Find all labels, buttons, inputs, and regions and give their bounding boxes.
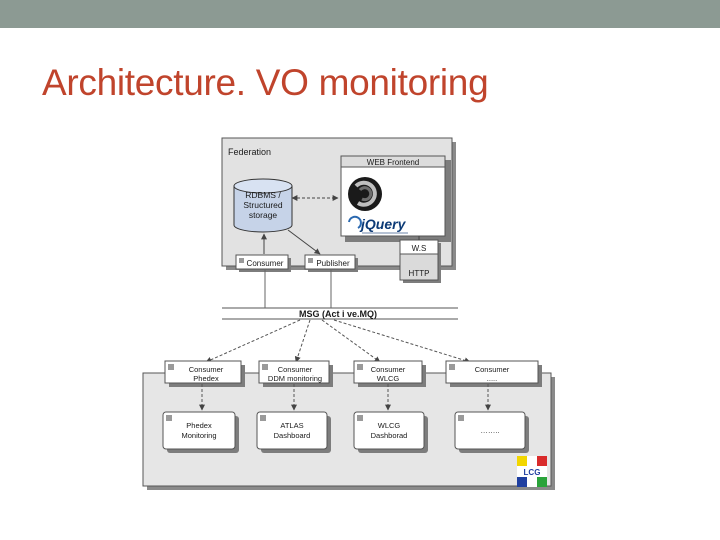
component-icon xyxy=(357,415,363,421)
dashboard-box-wlcg: WLCG Dashborad xyxy=(353,411,428,453)
dashboard-line-1: Phedex xyxy=(186,421,212,430)
rdbms-storage: RDBMS / Structured storage xyxy=(233,178,293,233)
rdbms-line-1: RDBMS / xyxy=(245,190,281,200)
lcg-logo-icon: LCG xyxy=(517,456,547,487)
dashboard-line-2: Dashboard xyxy=(274,431,311,440)
component-icon xyxy=(308,258,313,263)
publisher-label: Publisher xyxy=(316,259,350,268)
dashboard-line-2: Dashborad xyxy=(371,431,408,440)
jquery-logo-icon: jQuery xyxy=(348,215,408,234)
component-icon xyxy=(262,364,268,370)
consumer-subtitle: ..... xyxy=(487,374,497,383)
message-bus: MSG (Act i ve.MQ) xyxy=(222,307,458,320)
consumer-box-phedex: Consumer Phedex xyxy=(164,360,245,387)
consumer-arrows xyxy=(205,319,471,364)
component-icon xyxy=(260,415,266,421)
top-band xyxy=(0,0,720,28)
slide-title: Architecture. VO monitoring xyxy=(42,62,489,103)
dashboard-box-atlas: ATLAS Dashboard xyxy=(256,411,331,453)
component-icon xyxy=(449,364,455,370)
component-icon xyxy=(166,415,172,421)
federation-label: Federation xyxy=(228,147,271,157)
consumer-title: Consumer xyxy=(189,365,224,374)
dashboard-box-phedex: Phedex Monitoring xyxy=(162,411,239,453)
bus-connectors xyxy=(264,270,332,308)
publisher-box: Publisher xyxy=(304,254,358,272)
dashboard-line-1: WLCG xyxy=(378,421,401,430)
consumer-box-ddm: Consumer DDM monitoring xyxy=(258,360,333,387)
federation-arrows xyxy=(261,195,420,255)
msg-label: MSG (Act i ve.MQ) xyxy=(299,309,377,319)
dashboard-arrows xyxy=(199,384,491,411)
consumer-title: Consumer xyxy=(371,365,406,374)
federation-consumer-label: Consumer xyxy=(247,259,284,268)
web-frontend-box: WEB Frontend jQuery xyxy=(340,155,451,242)
component-icon xyxy=(168,364,174,370)
consumer-box-other: Consumer ..... xyxy=(445,360,542,387)
lcg-logo-text: LCG xyxy=(524,468,541,477)
component-icon xyxy=(357,364,363,370)
consumer-title: Consumer xyxy=(475,365,510,374)
component-icon xyxy=(458,415,464,421)
dashboard-line-1: ATLAS xyxy=(280,421,303,430)
component-icon xyxy=(239,258,244,263)
consumer-box-wlcg: Consumer WLCG xyxy=(353,360,426,387)
jquery-label: jQuery xyxy=(359,216,407,232)
web-frontend-label: WEB Frontend xyxy=(367,158,419,167)
web-service-box: W.S HTTP xyxy=(399,239,441,283)
consumer-title: Consumer xyxy=(278,365,313,374)
http-label: HTTP xyxy=(409,269,430,278)
rdbms-line-2: Structured xyxy=(243,200,282,210)
ws-label: W.S xyxy=(412,244,427,253)
consumer-subtitle: DDM monitoring xyxy=(268,374,322,383)
dashboard-line-2: Monitoring xyxy=(181,431,216,440)
consumer-subtitle: WLCG xyxy=(377,374,400,383)
federation-consumer-box: Consumer xyxy=(235,254,291,272)
rdbms-line-3: storage xyxy=(249,210,278,220)
dashboard-line-1: …….. xyxy=(480,426,499,435)
dashboard-box-other: …….. xyxy=(454,411,529,453)
consumer-subtitle: Phedex xyxy=(193,374,219,383)
